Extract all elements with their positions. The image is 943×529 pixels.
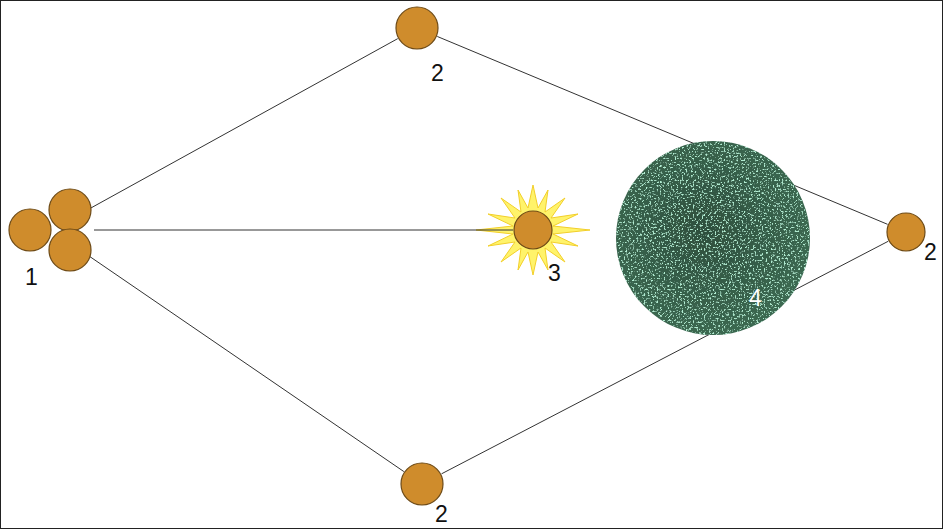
- source-cluster-shape: [8, 186, 94, 274]
- ray-line: [89, 39, 398, 209]
- callout-number: 3: [548, 262, 561, 285]
- image-body: 2: [400, 462, 444, 506]
- star-body: 3: [513, 210, 553, 250]
- image-body-shape: [400, 462, 444, 506]
- callout-number: 2: [435, 503, 448, 526]
- lens-sphere: 4: [615, 140, 811, 336]
- callout-number: 4: [749, 287, 762, 310]
- image-body-shape: [886, 212, 926, 252]
- star-body-shape: [513, 210, 553, 250]
- source-cluster: 1: [8, 186, 94, 274]
- callout-number: 1: [25, 266, 38, 289]
- image-body-shape: [395, 6, 439, 50]
- callout-number: 2: [924, 241, 937, 264]
- lens-sphere-shape: [615, 140, 811, 336]
- ray-line: [87, 254, 404, 471]
- callout-number: 2: [431, 62, 444, 85]
- image-body: 2: [886, 212, 926, 252]
- ray-line: [94, 230, 513, 231]
- image-body: 2: [395, 6, 439, 50]
